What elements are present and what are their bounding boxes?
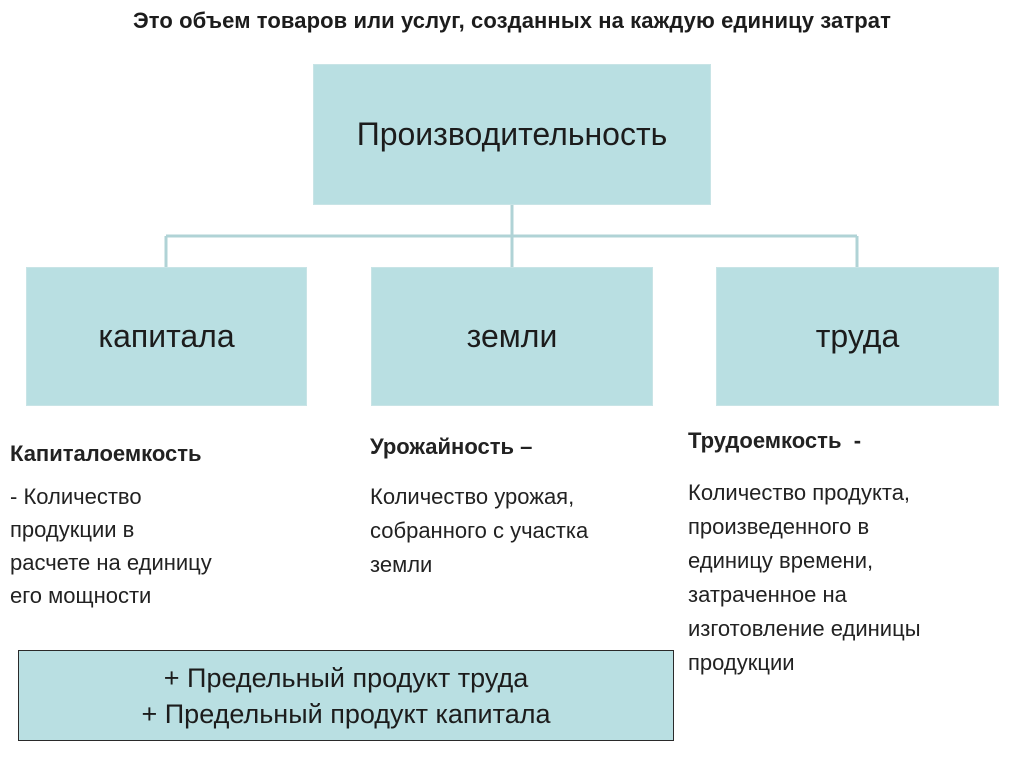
marginal-product-labor: + Предельный продукт труда [163, 662, 529, 693]
marginal-product-box: + Предельный продукт труда + Предельный … [18, 650, 674, 741]
capital-intensity-description: Капиталоемкость - Количество продукции в… [10, 437, 310, 612]
description-line: расчете на единицу [10, 550, 212, 575]
description-line: земли [370, 552, 433, 577]
description-line: изготовление единицы [688, 616, 921, 641]
branch-node-label: земли [466, 318, 558, 354]
crop-yield-description: Урожайность – Количество урожая, собранн… [370, 430, 670, 582]
description-line: затраченное на [688, 582, 847, 607]
description-line: продукции в [10, 517, 135, 542]
marginal-product-capital: + Предельный продукт капитала [141, 698, 551, 729]
branch-node-land: земли [371, 267, 653, 406]
description-heading: Капиталоемкость [10, 441, 202, 466]
root-node-productivity: Производительность [313, 64, 711, 205]
description-line: продукции [688, 650, 795, 675]
description-heading: Урожайность – [370, 434, 533, 459]
description-line: единицу времени, [688, 548, 874, 573]
labor-intensity-description: Трудоемкость - Количество продукта, прои… [688, 424, 1008, 680]
branch-node-label: труда [815, 318, 900, 354]
description-line: - Количество [10, 484, 142, 509]
description-line: Количество урожая, [370, 484, 575, 509]
description-line: Количество продукта, [688, 480, 911, 505]
description-line: собранного с участка [370, 518, 589, 543]
branch-node-capital: капитала [26, 267, 307, 406]
description-line: его мощности [10, 583, 152, 608]
slide-title: Это объем товаров или услуг, созданных н… [132, 8, 892, 33]
branch-node-labor: труда [716, 267, 999, 406]
description-heading: Трудоемкость - [688, 428, 862, 453]
branch-node-label: капитала [98, 318, 235, 354]
root-node-label: Производительность [356, 116, 668, 152]
description-line: произведенного в [688, 514, 870, 539]
